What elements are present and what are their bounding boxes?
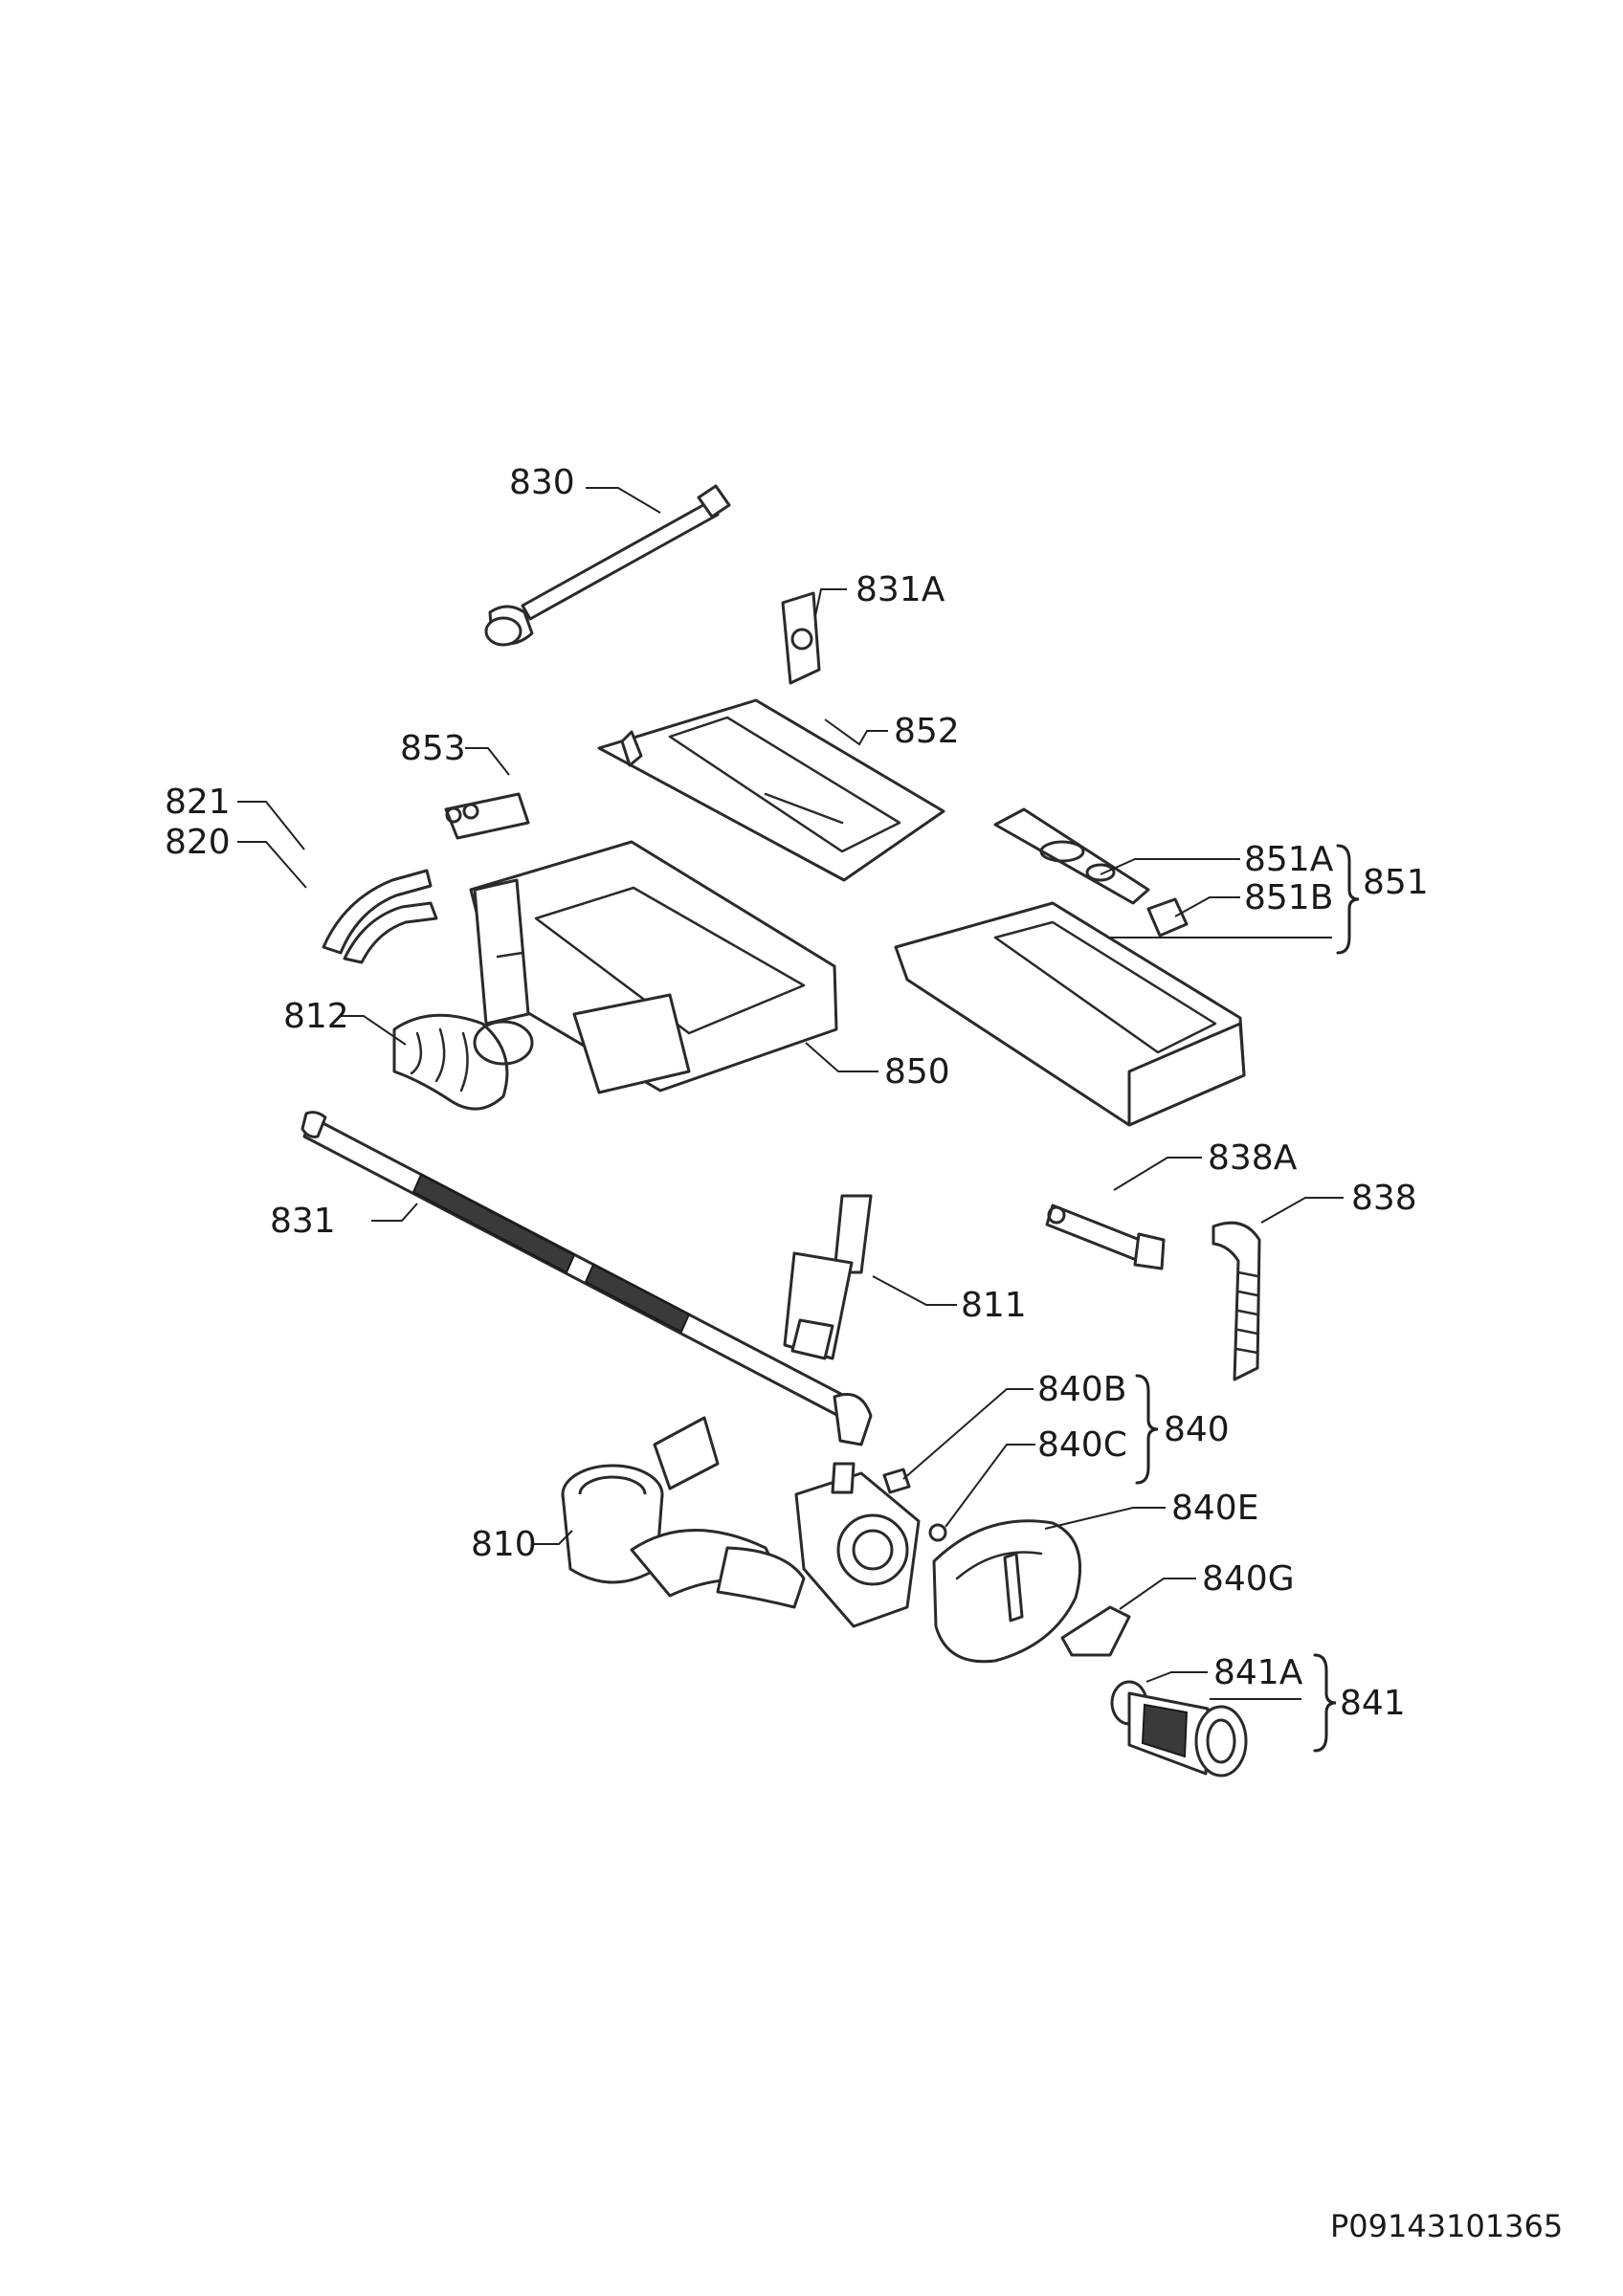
- part-841-filter: [1127, 1691, 1248, 1777]
- part-838-corrugated-hose: [1212, 1221, 1261, 1381]
- label-840G: 840G: [1202, 1559, 1295, 1599]
- part-820-hose: [343, 901, 438, 964]
- label-821: 821: [165, 783, 231, 822]
- label-840C: 840C: [1037, 1425, 1127, 1465]
- label-840: 840: [1164, 1410, 1230, 1449]
- callout-labels: 830 831A 852 853 821 820 851A 851B 851 8…: [165, 463, 1429, 1723]
- leader-lines: [237, 487, 1344, 1700]
- label-838A: 838A: [1208, 1138, 1298, 1178]
- part-830-inlet-hose: [484, 484, 731, 647]
- part-821-hose: [322, 869, 433, 955]
- part-812-bellows-hose: [392, 1013, 534, 1111]
- part-831A-bracket: [781, 591, 821, 685]
- part-840G-flap: [1060, 1605, 1131, 1657]
- label-851A: 851A: [1244, 840, 1334, 879]
- label-840B: 840B: [1037, 1370, 1126, 1409]
- label-812: 812: [283, 997, 349, 1036]
- part-840C-screw: [928, 1523, 947, 1542]
- part-840-drain-pump: [794, 1462, 921, 1628]
- part-851-drawer: [894, 901, 1246, 1127]
- part-853-valve: [444, 792, 530, 840]
- label-841A: 841A: [1213, 1653, 1303, 1692]
- brace-840: [1135, 1374, 1159, 1485]
- part-850-drawer-housing: [469, 840, 838, 1094]
- label-810: 810: [471, 1525, 537, 1564]
- label-831: 831: [270, 1202, 336, 1241]
- label-811: 811: [961, 1286, 1027, 1325]
- brace-841: [1313, 1653, 1337, 1753]
- label-853: 853: [400, 729, 466, 768]
- brace-851: [1336, 844, 1360, 955]
- label-830: 830: [509, 463, 575, 502]
- label-831A: 831A: [856, 570, 945, 609]
- part-838A-fitting: [1045, 1203, 1166, 1270]
- part-852-dispenser-lid: [597, 698, 945, 882]
- part-810-sump: [561, 1416, 806, 1609]
- label-840E: 840E: [1171, 1489, 1258, 1528]
- label-852: 852: [894, 712, 960, 751]
- part-831-drain-hose: [300, 1111, 873, 1446]
- label-838: 838: [1351, 1179, 1417, 1218]
- document-code: P09143101365: [1330, 2208, 1563, 2244]
- part-851B-siphon: [1146, 897, 1189, 938]
- part-851A-drawer-insert: [993, 807, 1150, 905]
- label-851B: 851B: [1244, 878, 1333, 917]
- part-840E-pump-cover: [932, 1519, 1082, 1664]
- label-850: 850: [884, 1052, 950, 1092]
- label-841: 841: [1340, 1684, 1406, 1723]
- part-840B-small-part: [882, 1468, 911, 1494]
- label-851: 851: [1363, 863, 1429, 902]
- label-820: 820: [165, 823, 231, 862]
- braces: [1135, 844, 1360, 1753]
- part-811-connector: [783, 1194, 873, 1360]
